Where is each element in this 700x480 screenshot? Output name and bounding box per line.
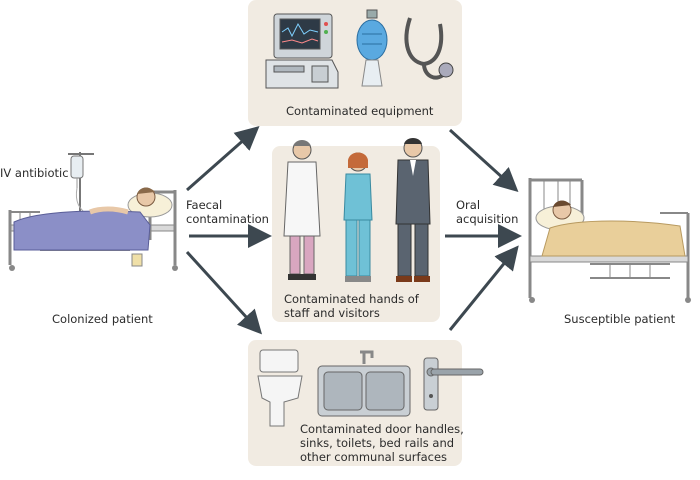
nurse-illustration	[343, 152, 373, 282]
arrow-from-surfaces	[448, 245, 519, 331]
sink-illustration	[317, 350, 411, 417]
oral-label-line1: Oral	[456, 198, 481, 212]
susceptible-bed-illustration	[528, 178, 691, 303]
surfaces-caption-line3: other communal surfaces	[300, 450, 448, 464]
oral-label-line2: acquisition	[456, 212, 519, 226]
visitor-illustration	[395, 138, 431, 282]
door-handle-illustration	[423, 357, 484, 411]
resuscitator-bag-illustration	[356, 9, 388, 87]
colonized-bed-illustration	[8, 152, 178, 271]
hands-caption-line2: staff and visitors	[284, 306, 380, 320]
arrow-to-surfaces	[185, 250, 263, 335]
surfaces-caption: Contaminated door handles, sinks, toilet…	[300, 422, 464, 464]
faecal-label-line1: Faecal	[186, 198, 223, 212]
equipment-caption: Contaminated equipment	[286, 104, 434, 118]
surfaces-caption-line1: Contaminated door handles,	[300, 422, 464, 436]
iv-antibiotic-label: IV antibiotic	[0, 166, 69, 180]
susceptible-patient-label: Susceptible patient	[564, 312, 676, 326]
doctor-illustration	[283, 140, 321, 280]
stethoscope-illustration	[404, 17, 454, 80]
hands-caption-line1: Contaminated hands of	[284, 292, 419, 306]
toilet-illustration	[257, 349, 303, 427]
faecal-contamination-label: Faecal contamination	[186, 198, 269, 226]
colonized-patient-label: Colonized patient	[52, 312, 153, 326]
faecal-label-line2: contamination	[186, 212, 269, 226]
oral-acquisition-label: Oral acquisition	[456, 198, 518, 226]
arrow-from-equipment	[448, 128, 519, 193]
monitor-machine-illustration	[265, 13, 339, 89]
arrow-to-equipment	[186, 126, 260, 192]
hands-caption: Contaminated hands of staff and visitors	[284, 292, 419, 320]
surfaces-caption-line2: sinks, toilets, bed rails and	[300, 436, 455, 450]
